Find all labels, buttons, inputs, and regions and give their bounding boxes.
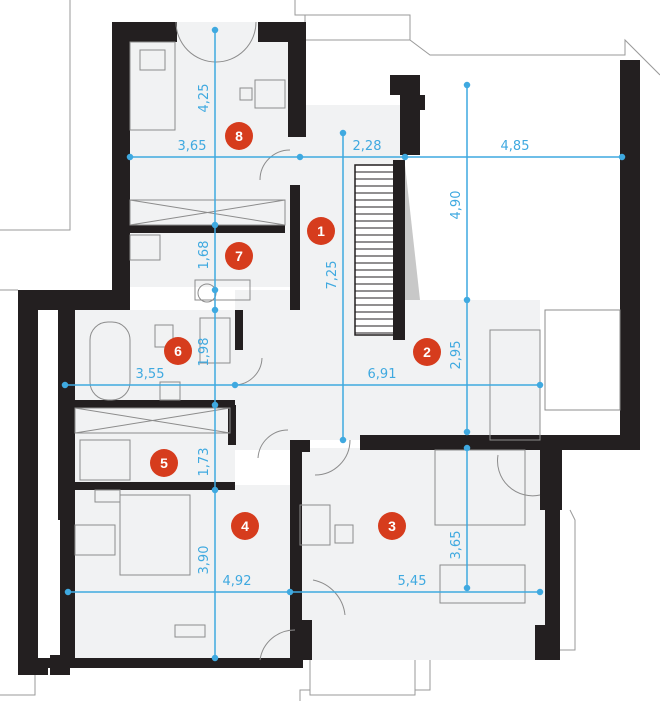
dim-east-width: 6,91	[368, 367, 397, 382]
room-number: 4	[241, 518, 249, 534]
room-badge-8: 8	[225, 122, 253, 150]
room-number: 5	[160, 455, 168, 471]
room-badge-4: 4	[231, 512, 259, 540]
terrace-decks	[304, 14, 416, 696]
stair-void	[405, 85, 620, 300]
dim-room2-height: 2,95	[449, 341, 464, 370]
staircase	[354, 160, 420, 340]
dimension-labels: 4,25 3,65 2,28 4,85 4,90 7,25 1,68 1,98 …	[136, 84, 530, 589]
dim-room3-width: 5,45	[398, 574, 427, 589]
floor-areas	[75, 22, 545, 660]
room-badge-1: 1	[307, 217, 335, 245]
dim-corridor-width: 2,28	[353, 139, 382, 154]
dim-room8-height: 4,25	[197, 84, 212, 113]
room-badge-6: 6	[164, 337, 192, 365]
dim-west-width: 3,55	[136, 367, 165, 382]
room-number: 8	[235, 128, 243, 144]
walls	[18, 22, 640, 675]
dim-void-height: 4,90	[449, 191, 464, 220]
room-number: 7	[235, 248, 243, 264]
furniture	[74, 41, 621, 638]
room-badge-5: 5	[150, 449, 178, 477]
room-badge-2: 2	[413, 338, 441, 366]
room-number: 2	[423, 344, 431, 360]
room-number: 6	[174, 343, 182, 359]
dimension-lines	[61, 26, 626, 662]
room-number: 3	[388, 518, 396, 534]
dim-room5-height: 1,73	[197, 448, 212, 477]
dim-void-width: 4,85	[501, 139, 530, 154]
room-badge-7: 7	[225, 242, 253, 270]
dim-room4-height: 3,90	[197, 546, 212, 575]
stair-steps	[355, 171, 393, 334]
dim-room4-width: 4,92	[223, 574, 252, 589]
dim-room8-width: 3,65	[178, 139, 207, 154]
room-number: 1	[317, 223, 325, 239]
dim-room3-height: 3,65	[449, 531, 464, 560]
dim-room6-height: 1,98	[197, 338, 212, 367]
room-badge-3: 3	[378, 512, 406, 540]
room-badges: 1 2 3 4 5 6 7 8	[150, 122, 441, 540]
dim-room7-height: 1,68	[197, 241, 212, 270]
dim-hall-length: 7,25	[325, 261, 340, 290]
